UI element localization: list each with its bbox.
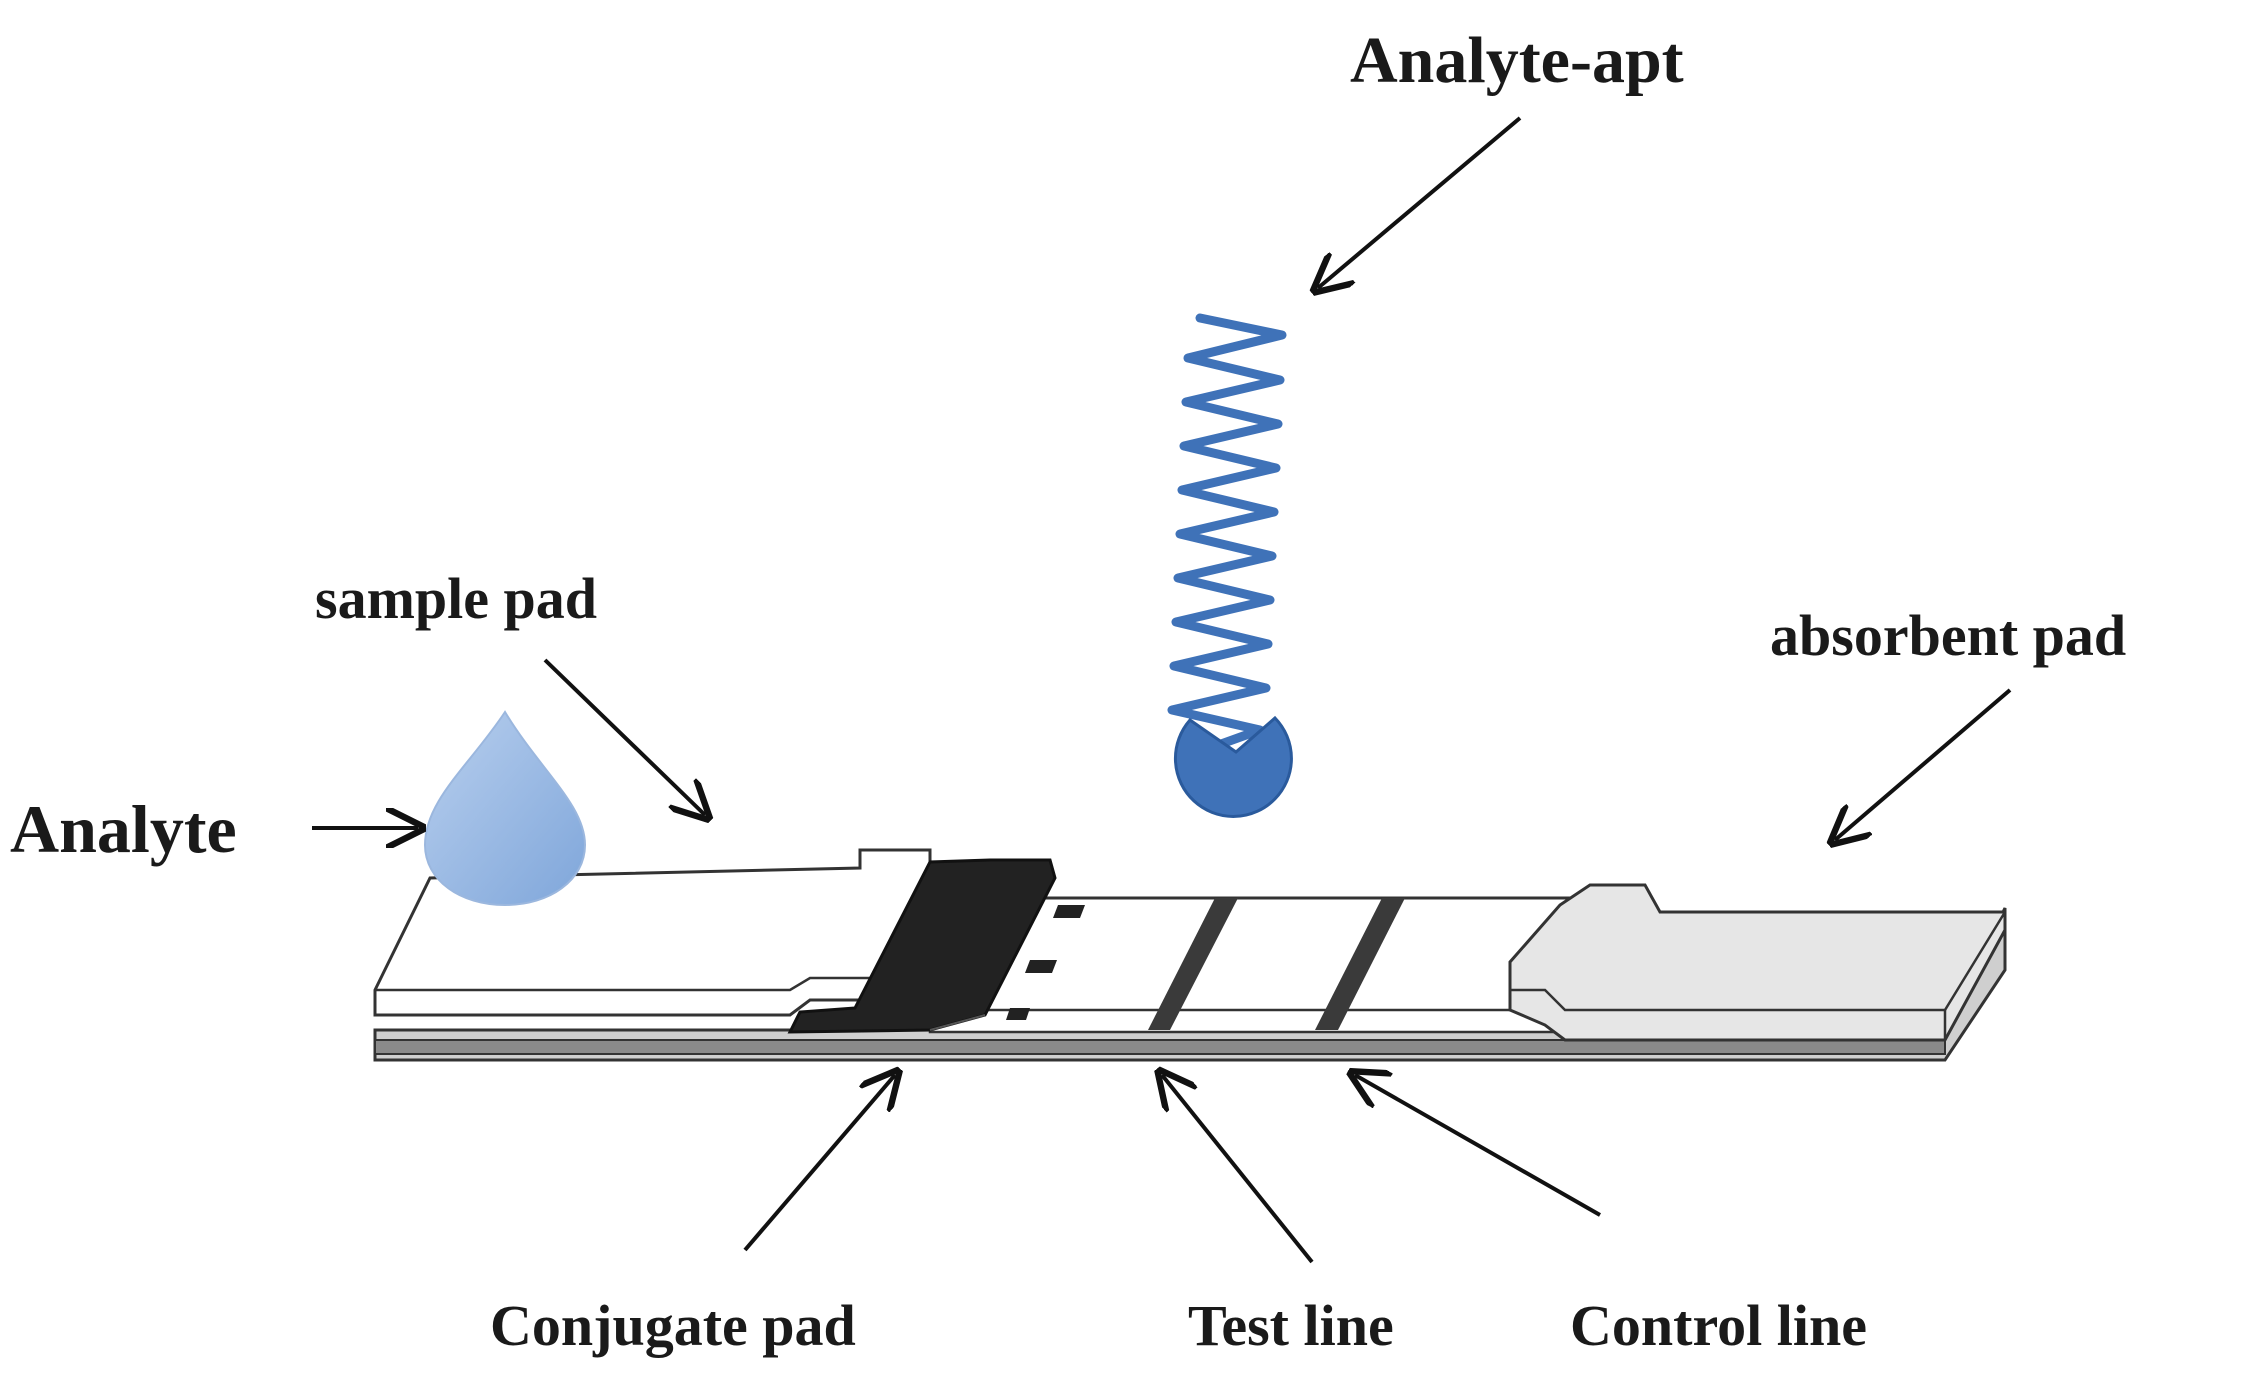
label-test-line: Test line — [1188, 1293, 1394, 1358]
arrow-absorbent-pad — [1835, 688, 2012, 840]
arrow-control-line — [1355, 1075, 1601, 1217]
label-absorbent-pad: absorbent pad — [1770, 603, 2126, 668]
conjugate-pad — [787, 858, 1057, 1034]
arrow-conjugate-pad — [743, 1075, 895, 1252]
arrow-sample-pad — [543, 658, 705, 815]
aptamer-strand — [1167, 313, 1287, 765]
aptamer-binding-pocket — [1173, 715, 1293, 818]
label-analyte: Analyte — [10, 791, 237, 867]
test-strip — [373, 848, 2007, 1062]
analyte-drop-icon — [423, 710, 587, 907]
arrow-analyte-apt — [1318, 116, 1522, 288]
aptamer-icon — [1167, 313, 1293, 818]
test-line-band — [1148, 898, 1238, 1030]
label-sample-pad: sample pad — [315, 566, 597, 631]
conjugate-release-dashes — [1006, 905, 1085, 1020]
absorbent-pad — [1508, 883, 2007, 1042]
control-line-band — [1315, 898, 1405, 1030]
label-analyte-apt: Analyte-apt — [1350, 24, 1684, 97]
arrow-test-line — [1162, 1075, 1314, 1264]
label-conjugate-pad: Conjugate pad — [490, 1293, 856, 1358]
backing-layer — [374, 1039, 1946, 1055]
label-control-line: Control line — [1570, 1293, 1867, 1358]
arrows — [312, 116, 2012, 1264]
